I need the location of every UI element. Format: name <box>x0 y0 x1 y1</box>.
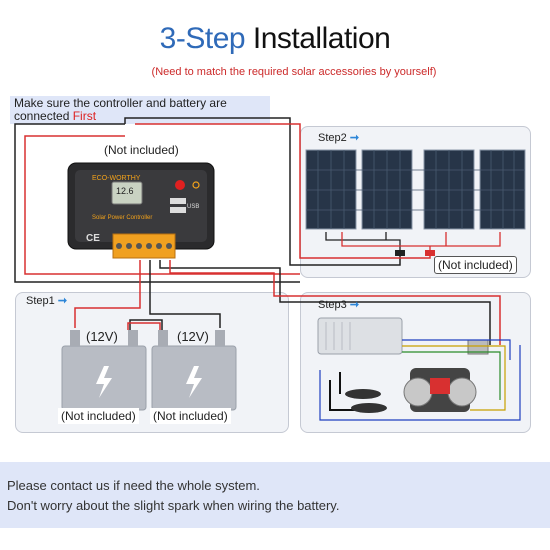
controller-face <box>75 170 207 242</box>
step1-label: Step1 ➞ <box>26 294 67 307</box>
wiring-note: Make sure the controller and battery are… <box>10 96 270 124</box>
title-highlight: 3-Step <box>159 22 246 55</box>
outer-black-wire <box>14 123 300 283</box>
battery-terminal-icon <box>128 330 138 346</box>
terminal-block <box>112 233 176 259</box>
battery-right-voltage: (12V) <box>177 329 209 344</box>
load-wire-blue <box>319 339 521 421</box>
arrow-right-icon: ➞ <box>349 299 359 311</box>
step1-label-text: Step1 <box>26 295 55 307</box>
terminal-screw-icon <box>166 243 172 249</box>
page-subtitle: (Need to match the required solar access… <box>151 66 437 78</box>
step3-label: Step3 ➞ <box>318 298 359 311</box>
power-icon <box>192 181 200 189</box>
battery-right-not-included: (Not included) <box>150 408 231 424</box>
step2-label-text: Step2 <box>318 132 347 144</box>
terminal-screw-icon <box>156 243 162 249</box>
terminal-screw-icon <box>126 243 132 249</box>
load-red-wire <box>169 260 501 345</box>
step2-label: Step2 ➞ <box>318 131 359 144</box>
battery-terminal-icon <box>158 330 168 346</box>
battery-negative-wire <box>149 260 221 328</box>
footer-line-2: Don't worry about the slight spark when … <box>7 498 340 513</box>
pump-head-icon <box>447 377 477 407</box>
air-stone-icon <box>345 389 381 399</box>
controller-lcd-value: 12.6 <box>116 186 134 196</box>
battery-left-voltage: (12V) <box>86 329 118 344</box>
usb-port-icon <box>170 207 186 213</box>
air-stone-icon <box>351 403 387 413</box>
terminal-screw-icon <box>136 243 142 249</box>
ce-mark: CE <box>86 233 100 244</box>
lightning-icon <box>96 366 112 398</box>
solar-panels <box>305 149 526 256</box>
terminal-screw-icon <box>146 243 152 249</box>
arrow-right-icon: ➞ <box>57 295 67 307</box>
solar-panel <box>479 149 526 230</box>
terminal-screw-icon <box>116 243 122 249</box>
usb-label: USB <box>187 204 199 210</box>
page-title: 3-Step Installation <box>0 22 550 56</box>
panel-cell-lines <box>317 150 515 229</box>
wiring-note-text: Make sure the controller and battery are… <box>14 96 227 123</box>
panel-cell-lines <box>306 169 525 211</box>
branch-connector-icon <box>425 250 435 256</box>
controller-lcd <box>111 181 143 205</box>
footer-line-1: Please contact us if need the whole syst… <box>7 478 260 493</box>
battery-terminal-icon <box>70 330 80 346</box>
branch-connector-icon <box>395 250 405 256</box>
battery-positive-wire <box>74 260 141 328</box>
batteries <box>61 330 237 411</box>
battery-terminal-icon <box>215 330 225 346</box>
arrow-right-icon: ➞ <box>349 132 359 144</box>
panel-wire-red <box>341 232 501 252</box>
footer-banner: Please contact us if need the whole syst… <box>0 462 550 528</box>
load-equipment <box>317 317 521 421</box>
battery-left-not-included: (Not included) <box>58 408 139 424</box>
inverter-body <box>317 317 403 355</box>
pump-label-icon <box>430 378 450 394</box>
pump-head-icon <box>403 377 433 407</box>
outer-red-wire <box>24 135 300 275</box>
title-rest: Installation <box>245 22 391 55</box>
inverter-fins <box>325 322 351 350</box>
load-wire-yellow <box>402 345 506 411</box>
battery-link-black <box>129 319 163 330</box>
load-wire-green <box>402 351 501 400</box>
controller-not-included: (Not included) <box>101 142 182 158</box>
step3-label-text: Step3 <box>318 299 347 311</box>
battery-link-red <box>127 322 161 330</box>
panels-not-included: (Not included) <box>434 256 517 274</box>
wiring-note-emphasis: First <box>72 109 97 123</box>
usb-port-icon <box>170 198 186 204</box>
load-black-wire <box>159 260 491 345</box>
controller-name: Solar Power Controller <box>92 215 152 221</box>
panel-wire-black <box>325 232 401 252</box>
panel-black-wire <box>124 117 401 266</box>
controller-button-icon <box>175 180 185 190</box>
lightning-icon <box>186 366 202 398</box>
controller-brand: ECO-WORTHY <box>92 175 141 182</box>
solar-controller: ECO-WORTHY 12.6 Solar Power Controller U… <box>67 162 215 259</box>
